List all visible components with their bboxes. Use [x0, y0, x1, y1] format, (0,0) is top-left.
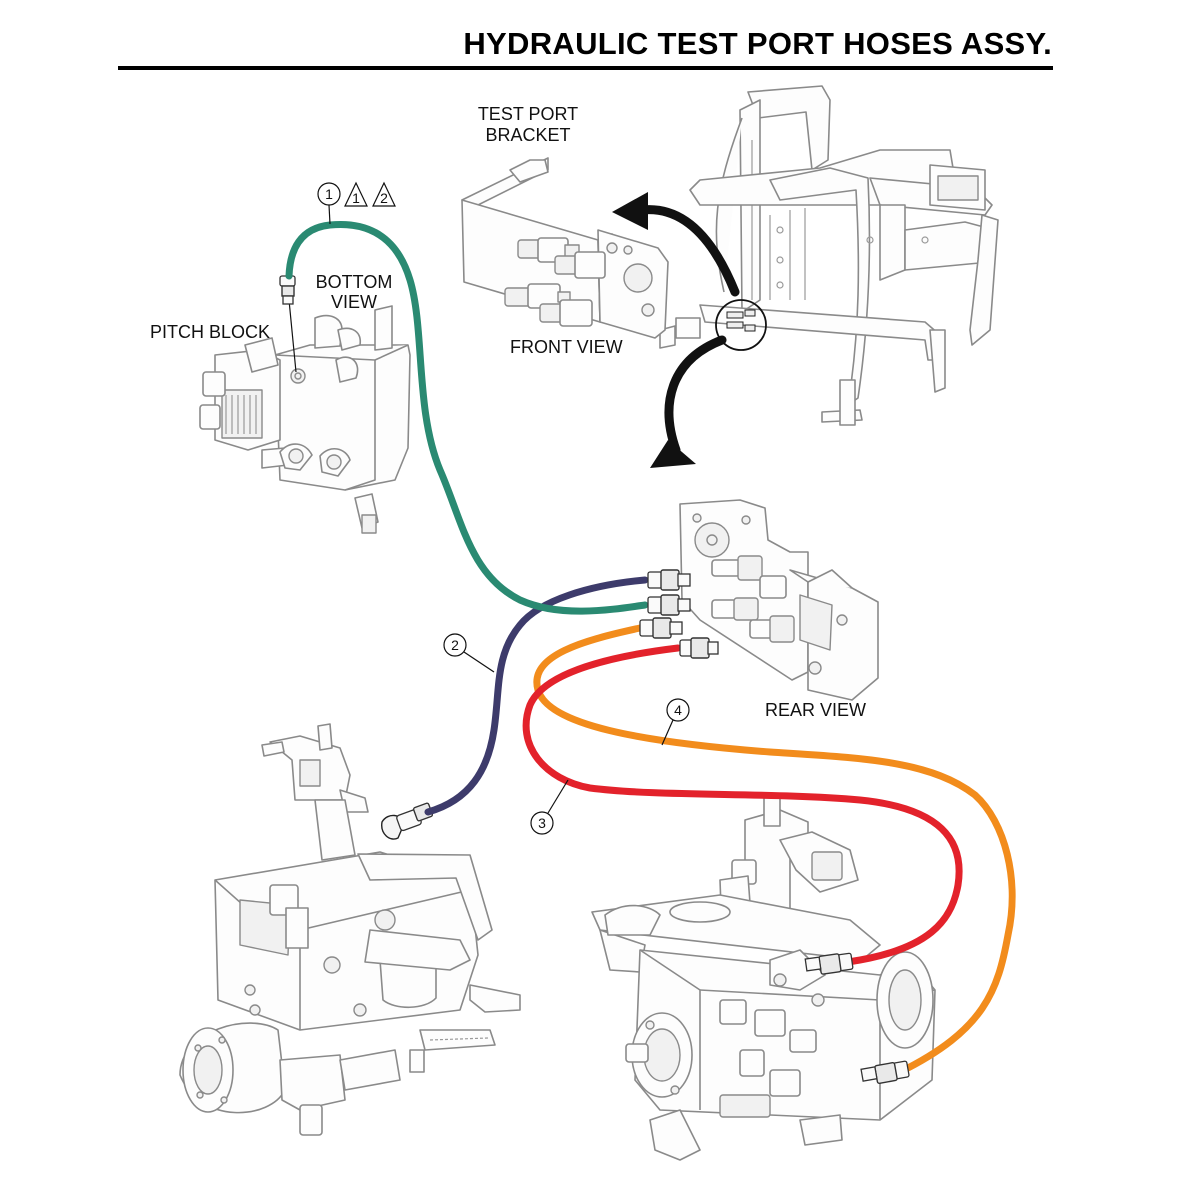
hose-3-red	[522, 644, 963, 966]
arrow-to-front-view	[612, 192, 740, 297]
hose2-elbow-fitting	[381, 802, 434, 840]
rear-hose-fittings	[639, 569, 719, 659]
note-triangle-2: 2	[372, 181, 396, 207]
chassis-frame	[659, 85, 999, 426]
svg-text:1: 1	[325, 186, 333, 202]
svg-text:2: 2	[380, 190, 388, 206]
left-pump-assembly	[179, 723, 521, 1136]
detail-circle	[715, 299, 767, 351]
callout-hose-4: 4	[661, 698, 690, 746]
label-bottom-view: VIEW	[331, 292, 377, 312]
label-test-port-bracket: BRACKET	[485, 125, 570, 145]
front-fitting-4	[539, 299, 593, 327]
hose4-pump-fitting	[860, 1060, 910, 1084]
svg-text:2: 2	[451, 637, 459, 653]
svg-text:4: 4	[674, 702, 682, 718]
detail-fittings	[726, 309, 756, 332]
bottom-view-fitting	[279, 275, 297, 373]
callout-hose-2: 2	[443, 633, 495, 673]
svg-text:1: 1	[352, 190, 360, 206]
callout-hose-1: 1	[317, 182, 341, 225]
rear-port-2	[759, 575, 787, 599]
label-front-view: FRONT VIEW	[510, 337, 623, 357]
front-fitting-2	[554, 251, 606, 279]
title-rule	[118, 66, 1053, 70]
rear-port-4	[749, 615, 795, 643]
test-port-bracket-front	[461, 157, 669, 339]
right-pump-assembly	[591, 795, 936, 1161]
label-test-port-bracket: TEST PORT	[478, 104, 578, 124]
rear-port-3	[711, 597, 759, 621]
hose3-pump-fitting	[804, 952, 854, 975]
front-fitting-3	[504, 283, 571, 309]
svg-text:3: 3	[538, 815, 546, 831]
hose-4-orange	[533, 624, 1016, 1076]
test-port-bracket-rear	[679, 499, 879, 701]
diagram-title: HYDRAULIC TEST PORT HOSES ASSY.	[463, 26, 1052, 61]
note-triangle-1: 1	[344, 181, 368, 207]
hose-2-navy	[424, 576, 649, 816]
label-pitch-block: PITCH BLOCK	[150, 322, 270, 342]
callout-hose-3: 3	[530, 779, 569, 835]
hose-1-green	[285, 220, 649, 615]
rear-port-1	[711, 555, 763, 581]
arrow-to-rear-view	[650, 335, 727, 468]
label-bottom-view: BOTTOM	[316, 272, 393, 292]
label-rear-view: REAR VIEW	[765, 700, 866, 720]
pitch-block	[199, 305, 411, 534]
